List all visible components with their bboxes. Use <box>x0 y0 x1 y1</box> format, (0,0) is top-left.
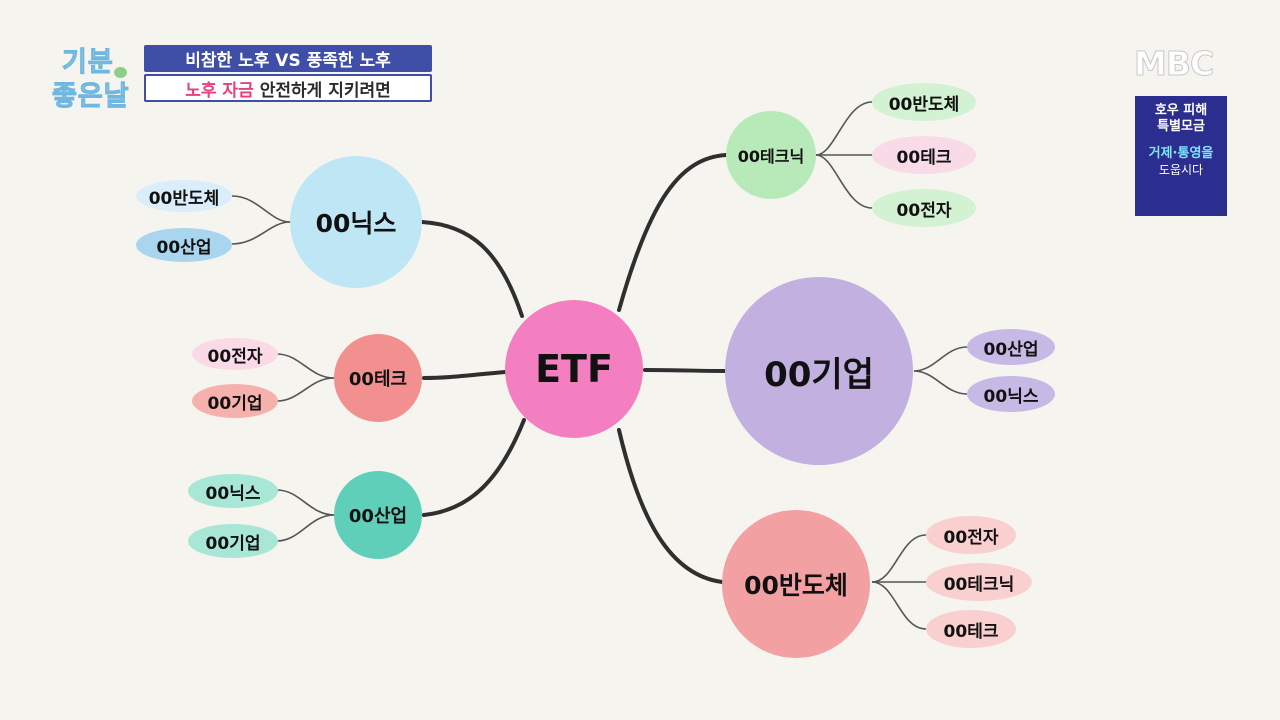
node-left-mid: 00테크 <box>334 334 422 422</box>
leaf-left-bot-1: 00닉스 <box>188 474 278 508</box>
branch-left-bot <box>422 418 526 517</box>
leaf-right-bot-1: 00전자 <box>926 516 1016 554</box>
leaf-link <box>276 377 335 402</box>
node-right-top: 00테크닉 <box>726 111 816 199</box>
notice-line4: 도웁시다 <box>1158 163 1204 177</box>
branch-left-top <box>420 220 524 318</box>
show-logo-line2: 좋은날 <box>52 81 130 113</box>
leaf-left-top-2: 00산업 <box>136 228 232 262</box>
leaf-left-top-1: 00반도체 <box>136 180 232 212</box>
leaf-right-mid-1: 00산업 <box>967 329 1055 365</box>
show-logo-line1: 기분 <box>62 47 114 79</box>
caption-top: 비참한 노후 VS 풍족한 노후 <box>144 45 432 72</box>
leaf-right-bot-3: 00테크 <box>926 610 1016 648</box>
branch-right-mid <box>643 368 727 373</box>
branch-left-mid <box>422 370 507 380</box>
leaf-right-top-1: 00반도체 <box>872 83 976 121</box>
leaf-link <box>231 221 291 245</box>
node-right-mid: 00기업 <box>725 277 913 465</box>
leaf-right-top-3: 00전자 <box>872 189 976 227</box>
caption-highlight: 노후 자금 <box>185 80 254 101</box>
branch-right-top <box>617 153 728 312</box>
node-left-bot: 00산업 <box>334 471 422 559</box>
donation-notice: 호우 피해 특별모금 거제·통영을 도웁시다 <box>1135 96 1227 216</box>
leaf-link <box>815 154 873 209</box>
leaf-left-mid-1: 00전자 <box>192 338 278 370</box>
leaf-link <box>276 489 335 516</box>
node-left-top: 00닉스 <box>290 156 422 288</box>
leaf-link <box>913 370 968 395</box>
leaf-link <box>913 346 968 372</box>
notice-line2: 특별모금 <box>1157 119 1205 134</box>
clover-icon <box>114 67 127 78</box>
leaf-right-bot-2: 00테크닉 <box>926 563 1032 601</box>
node-right-bot: 00반도체 <box>722 510 870 658</box>
branch-right-bot <box>617 428 724 584</box>
leaf-link <box>276 353 335 379</box>
leaf-left-bot-2: 00기업 <box>188 524 278 558</box>
leaf-link <box>231 195 291 223</box>
leaf-link <box>871 534 927 583</box>
caption-bottom: 노후 자금 안전하게 지키려면 <box>144 74 432 102</box>
show-logo: 기분 좋은날 <box>52 40 136 113</box>
notice-line1: 호우 피해 <box>1154 103 1208 118</box>
notice-line3: 거제·통영을 <box>1148 146 1214 161</box>
leaf-link <box>871 581 927 630</box>
leaf-right-mid-2: 00닉스 <box>967 376 1055 412</box>
center-node-etf: ETF <box>505 300 643 438</box>
caption-rest: 안전하게 지키려면 <box>259 80 391 101</box>
channel-logo: MBC <box>1133 44 1214 84</box>
leaf-left-mid-2: 00기업 <box>192 384 278 418</box>
leaf-link <box>815 101 873 156</box>
leaf-link <box>276 514 335 542</box>
leaf-right-top-2: 00테크 <box>872 136 976 174</box>
